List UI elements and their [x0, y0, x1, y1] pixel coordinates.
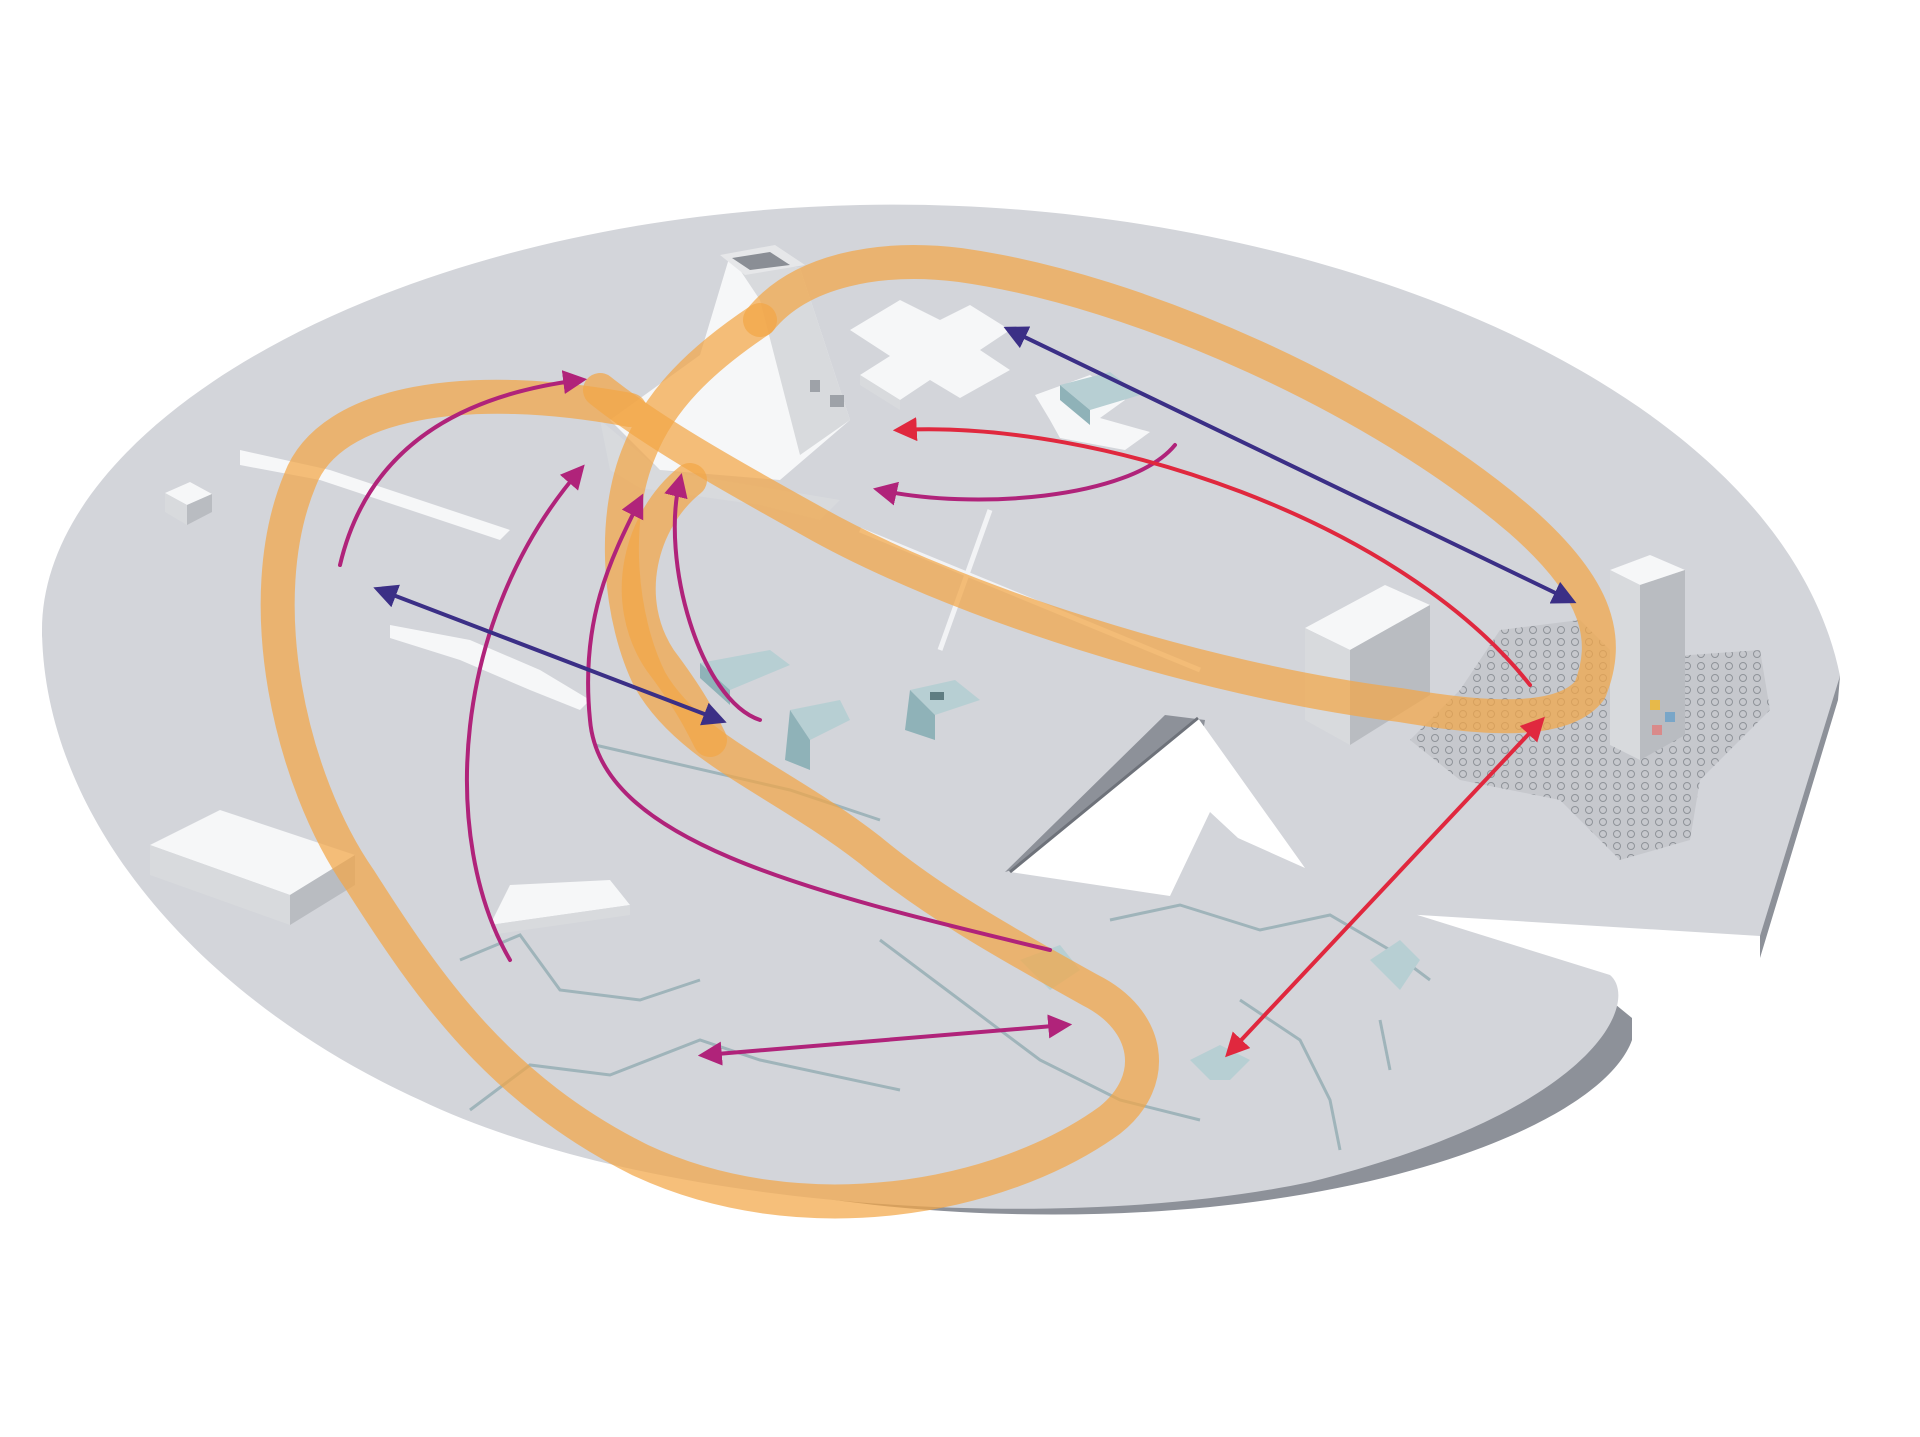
navy-arrow-2 — [373, 584, 727, 726]
magenta-arrow-6 — [697, 1014, 1073, 1066]
magenta-arrow-1 — [338, 370, 588, 567]
magenta-arrow-2 — [465, 464, 585, 962]
navy-routes — [373, 326, 1577, 726]
orange-loop-right — [583, 245, 1616, 734]
magenta-arrow-3 — [586, 493, 1052, 952]
navy-arrow-1 — [1003, 326, 1577, 604]
red-arrow-2 — [1225, 716, 1545, 1058]
magenta-routes — [338, 370, 1177, 1066]
plate-notch — [1010, 718, 1305, 896]
